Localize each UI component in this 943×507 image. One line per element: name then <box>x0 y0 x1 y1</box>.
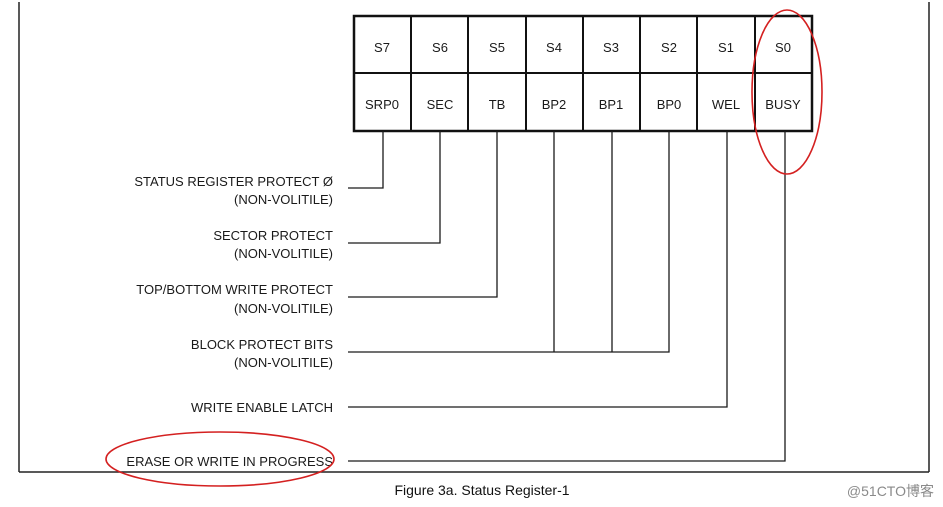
figure-caption: Figure 3a. Status Register-1 <box>394 482 569 498</box>
field-tb: TB <box>489 97 506 112</box>
bit-s6: S6 <box>432 40 448 55</box>
busy-highlight-ellipse <box>751 9 823 175</box>
figure-frame <box>18 2 930 473</box>
connector-bp0 <box>348 131 670 353</box>
label-srp0: STATUS REGISTER PROTECT Ø <box>134 174 333 189</box>
connector-wel <box>348 131 728 408</box>
connector-lines <box>348 131 786 462</box>
label-bp: BLOCK PROTECT BITS <box>191 337 333 352</box>
label-bp-note: (NON-VOLITILE) <box>234 355 333 370</box>
label-sec: SECTOR PROTECT <box>213 228 333 243</box>
bit-s7: S7 <box>374 40 390 55</box>
bit-s4: S4 <box>546 40 562 55</box>
busy-label-highlight-ellipse <box>105 431 335 487</box>
label-tb: TOP/BOTTOM WRITE PROTECT <box>136 282 333 297</box>
watermark: @51CTO博客 <box>847 483 934 499</box>
bit-s0: S0 <box>775 40 791 55</box>
label-busy: ERASE OR WRITE IN PROGRESS <box>126 454 333 469</box>
connector-tb <box>348 131 498 298</box>
field-srp0: SRP0 <box>365 97 399 112</box>
field-labels: STATUS REGISTER PROTECT Ø (NON-VOLITILE)… <box>126 174 333 469</box>
field-wel: WEL <box>712 97 740 112</box>
highlight-marks <box>105 9 823 487</box>
field-busy: BUSY <box>765 97 801 112</box>
label-wel: WRITE ENABLE LATCH <box>191 400 333 415</box>
field-bp0: BP0 <box>657 97 682 112</box>
field-sec: SEC <box>427 97 454 112</box>
connector-busy <box>348 131 786 462</box>
connector-srp0 <box>348 131 384 189</box>
bit-s3: S3 <box>603 40 619 55</box>
connector-sec <box>348 131 441 244</box>
label-tb-note: (NON-VOLITILE) <box>234 301 333 316</box>
label-srp0-note: (NON-VOLITILE) <box>234 192 333 207</box>
register-table: S7 S6 S5 S4 S3 S2 S1 S0 SRP0 SEC TB BP2 … <box>352 14 814 133</box>
bit-s2: S2 <box>661 40 677 55</box>
bit-s1: S1 <box>718 40 734 55</box>
field-bp2: BP2 <box>542 97 567 112</box>
label-sec-note: (NON-VOLITILE) <box>234 246 333 261</box>
bit-s5: S5 <box>489 40 505 55</box>
field-bp1: BP1 <box>599 97 624 112</box>
